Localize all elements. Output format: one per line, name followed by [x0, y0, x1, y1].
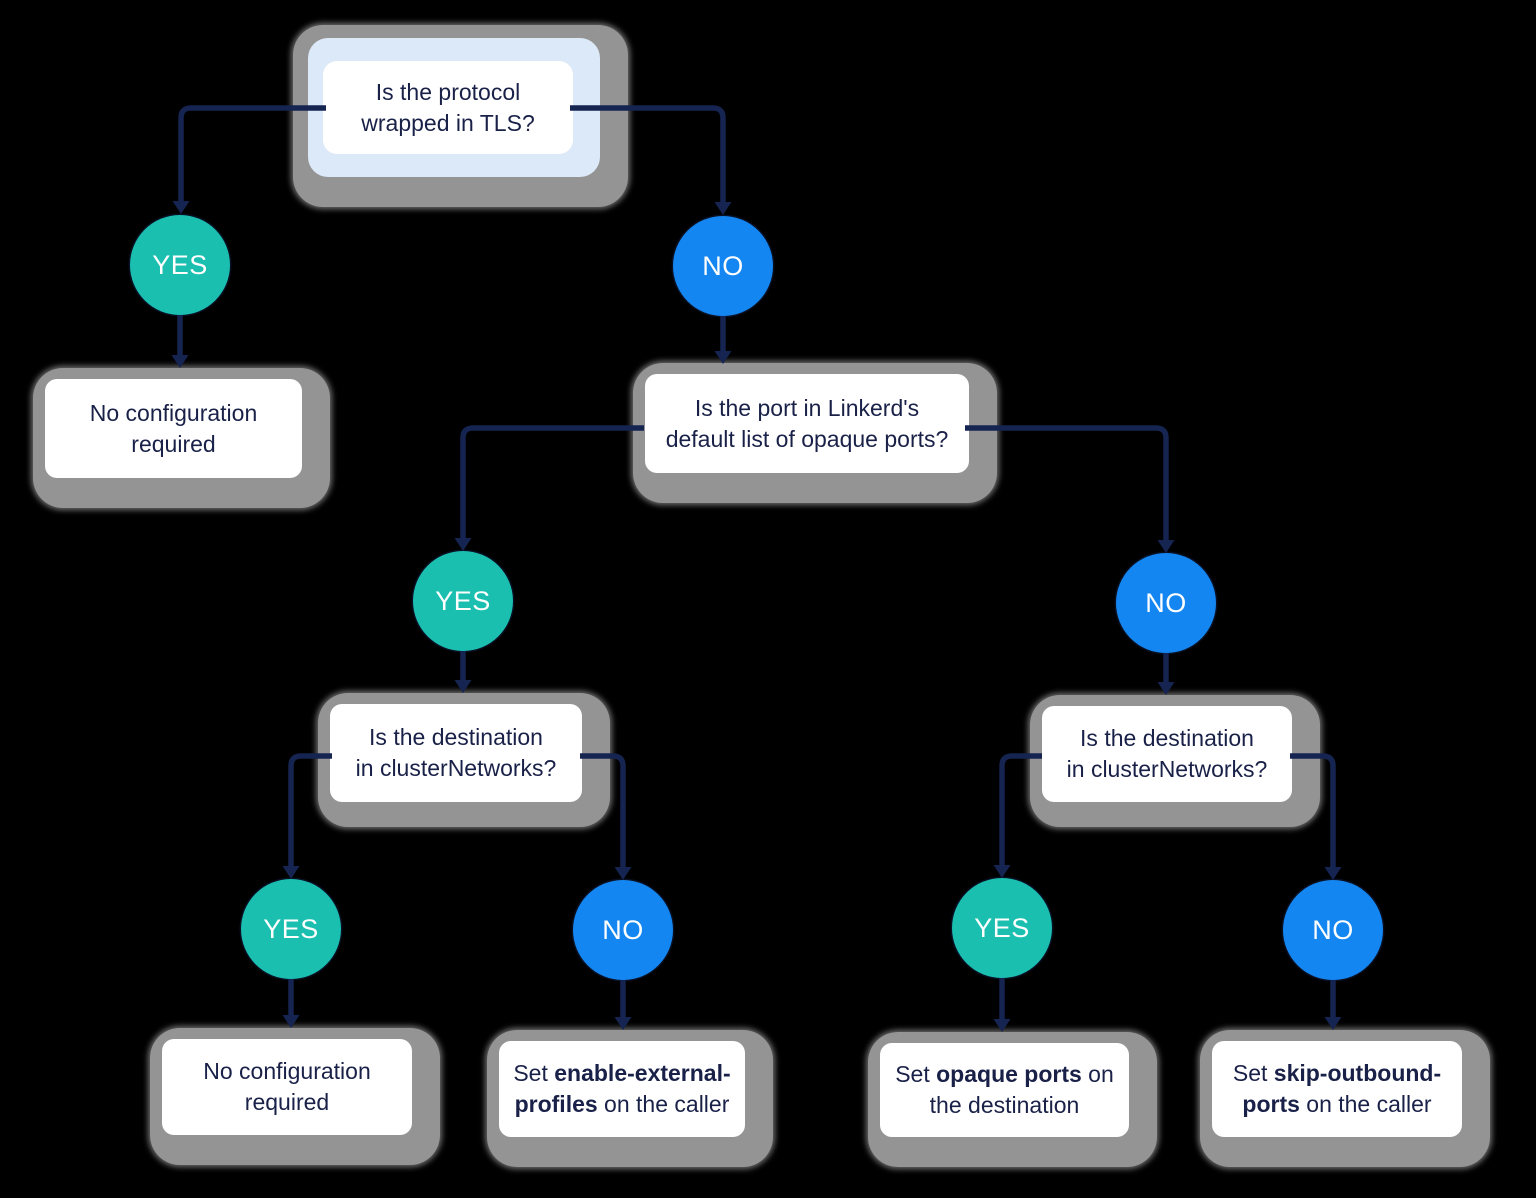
node-result-no-config-2: No configuration required — [150, 1028, 440, 1165]
decision-circle-yes-4: YES — [952, 878, 1052, 978]
question-cluster-networks-right-text: Is the destination in clusterNetworks? — [1066, 725, 1268, 782]
decision-circle-no-1: NO — [673, 216, 773, 316]
decision-circle-yes-3: YES — [241, 879, 341, 979]
node-result-no-config-1: No configuration required — [33, 368, 330, 508]
root-highlight-layer: Is the protocol wrapped in TLS? — [308, 38, 600, 177]
decision-label: YES — [263, 913, 319, 944]
edge-opaque-yes — [454, 425, 644, 551]
result-enable-external-profiles-text: Set enable-external-profiles on the call… — [513, 1060, 731, 1117]
node-question-tls: Is the protocol wrapped in TLS? — [293, 25, 628, 207]
decision-label: NO — [702, 250, 744, 281]
result-no-config-2-text: No configuration required — [203, 1058, 371, 1115]
node-question-cluster-networks-left: Is the destination in clusterNetworks? — [318, 693, 610, 827]
decision-circle-no-4: NO — [1283, 880, 1383, 980]
node-question-opaque-ports: Is the port in Linkerd's default list of… — [633, 363, 997, 503]
question-opaque-ports-text: Is the port in Linkerd's default list of… — [665, 394, 949, 452]
decision-label: NO — [1312, 914, 1354, 945]
result-skip-outbound-ports-text: Set skip-outbound-ports on the caller — [1232, 1060, 1442, 1117]
decision-circle-yes-1: YES — [130, 215, 230, 315]
decision-label: YES — [152, 249, 208, 280]
decision-circle-no-3: NO — [573, 880, 673, 980]
question-tls-text: Is the protocol wrapped in TLS? — [361, 78, 535, 136]
decision-circle-no-2: NO — [1116, 553, 1216, 653]
node-result-enable-external-profiles: Set enable-external-profiles on the call… — [487, 1030, 773, 1167]
decision-label: NO — [1145, 587, 1187, 618]
question-cluster-networks-left-text: Is the destination in clusterNetworks? — [355, 724, 557, 781]
node-question-cluster-networks-right: Is the destination in clusterNetworks? — [1030, 695, 1320, 827]
decision-circle-yes-2: YES — [413, 551, 513, 651]
result-no-config-1-text: No configuration required — [89, 399, 258, 457]
decision-label: YES — [435, 585, 491, 616]
node-result-skip-outbound-ports: Set skip-outbound-ports on the caller — [1200, 1030, 1490, 1167]
decision-label: YES — [974, 912, 1030, 943]
decision-label: NO — [602, 914, 644, 945]
